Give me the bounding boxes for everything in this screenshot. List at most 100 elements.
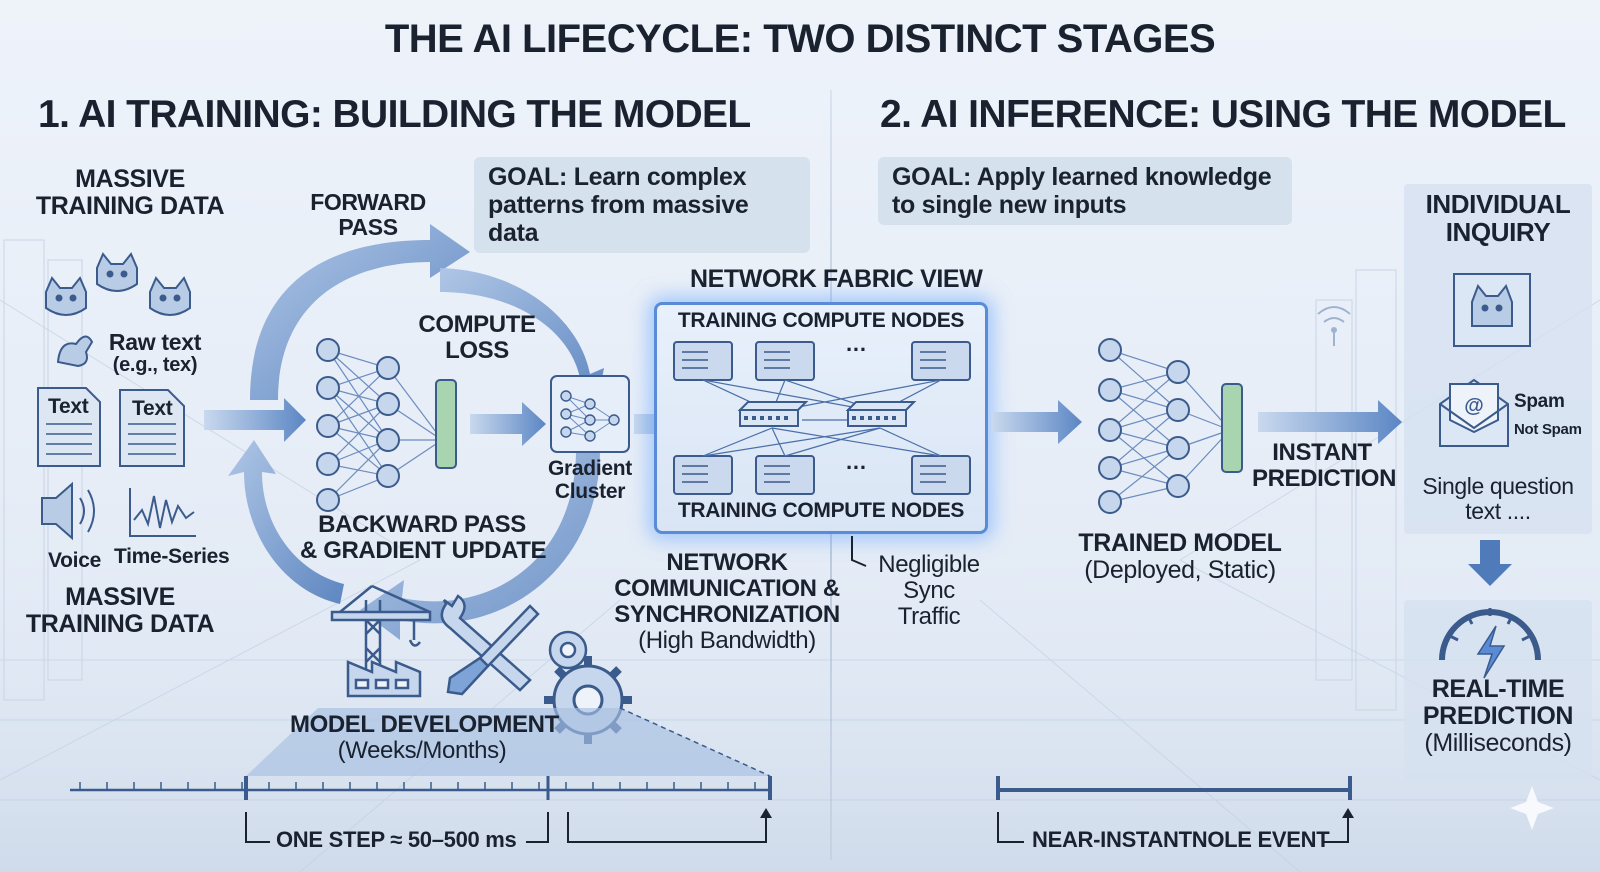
training-timeline (70, 776, 772, 800)
network-fabric-box (654, 302, 988, 534)
fabric-heading: NETWORK FABRIC VIEW (690, 265, 983, 293)
training-goal-line1: GOAL: Learn complex (488, 163, 747, 191)
individual-inquiry-label: INDIVIDUAL INQUIRY (1404, 190, 1592, 246)
individual-inquiry-line1: INDIVIDUAL (1425, 189, 1571, 219)
single-question-line2: text .... (1465, 497, 1531, 524)
spam-label: Spam (1514, 391, 1565, 412)
single-question-label: Single question text .... (1404, 474, 1592, 524)
voice-label: Voice (48, 549, 101, 572)
doc-label-2: Text (132, 397, 173, 420)
speaker-icon (41, 481, 95, 541)
model-development-line1: MODEL DEVELOPMENT (290, 711, 559, 738)
network-communication-line4: (High Bandwidth) (638, 626, 816, 654)
network-communication-label: NETWORK COMMUNICATION & SYNCHRONIZATION … (614, 550, 840, 654)
realtime-prediction-line2: PREDICTION (1422, 702, 1574, 730)
individual-inquiry-line2: INQUIRY (1445, 217, 1551, 248)
inference-timeline (996, 776, 1352, 800)
network-communication-line1: NETWORK (666, 549, 788, 576)
bottom-nodes-label: TRAINING COMPUTE NODES (677, 499, 965, 522)
instant-prediction-label: INSTANT PREDICTION (1252, 439, 1397, 492)
animal-icon (56, 335, 94, 368)
down-arrow (1468, 540, 1512, 586)
forward-pass-line1: FORWARD (310, 189, 426, 215)
training-heading: 1. AI TRAINING: BUILDING THE MODEL (38, 93, 751, 136)
realtime-prediction-line1: REAL-TIME (1431, 675, 1565, 703)
model-development-label: MODEL DEVELOPMENT (Weeks/Months) (290, 711, 559, 764)
development-platform (246, 708, 770, 776)
inquiry-panel (1404, 184, 1592, 534)
wrench-icon (440, 594, 532, 692)
gradient-cluster-line2: Cluster (554, 479, 626, 503)
not-spam-label: Not Spam (1514, 421, 1582, 438)
svg-text:@: @ (1464, 395, 1484, 417)
massive-data-bottom-line2: TRAINING DATA (25, 610, 215, 638)
top-nodes-ellipsis: ··· (846, 337, 867, 362)
page-title: THE AI LIFECYCLE: TWO DISTINCT STAGES (384, 17, 1216, 61)
forward-pass-arrow (250, 224, 470, 400)
sparkle-icon (1510, 786, 1554, 830)
time-series-label: Time-Series (114, 545, 230, 568)
screwdriver-icon (446, 604, 540, 696)
model-development-line2: (Weeks/Months) (337, 736, 507, 764)
single-question-line1: Single question (1422, 473, 1574, 499)
inference-goal-line2: to single new inputs (892, 191, 1127, 219)
top-nodes-label: TRAINING COMPUTE NODES (677, 309, 965, 332)
factory-icon (346, 660, 422, 698)
network-switch-icon (737, 401, 917, 427)
compute-loss-line2: LOSS (445, 336, 509, 364)
neural-network-training (316, 338, 457, 512)
compute-loss-line1: COMPUTE (418, 311, 536, 338)
massive-data-bottom: MASSIVE TRAINING DATA (22, 584, 218, 638)
massive-data-top-line2: TRAINING DATA (35, 192, 225, 220)
backward-pass-label: BACKWARD PASS & GRADIENT UPDATE (300, 511, 547, 564)
instant-prediction-line2: PREDICTION (1252, 464, 1397, 492)
negligible-sync-label: Negligible Sync Traffic (868, 552, 990, 630)
doc-label-1: Text (48, 395, 89, 418)
trained-model-line1: TRAINED MODEL (1078, 529, 1282, 557)
document-icon (37, 387, 185, 467)
forward-pass-line2: PASS (338, 213, 398, 240)
massive-data-bottom-line1: MASSIVE (65, 583, 175, 611)
raw-text-line1: Raw text (108, 329, 202, 355)
backward-pass-line2: & GRADIENT UPDATE (300, 536, 547, 564)
compute-loss-label: COMPUTE LOSS (412, 312, 542, 364)
input-arrow (204, 398, 306, 442)
inference-heading: 2. AI INFERENCE: USING THE MODEL (880, 93, 1566, 136)
gradient-cluster-icon (550, 375, 630, 453)
realtime-prediction-label: REAL-TIME PREDICTION (Milliseconds) (1404, 676, 1592, 757)
timeseries-icon (129, 488, 196, 537)
wifi-icon (1317, 306, 1351, 346)
inference-goal-line1: GOAL: Apply learned knowledge (892, 163, 1272, 191)
speedometer-icon (1439, 608, 1541, 679)
gradient-cluster-label: Gradient Cluster (540, 457, 640, 503)
realtime-prediction-line3: (Milliseconds) (1424, 729, 1572, 757)
negligible-sync-line2: Sync (903, 576, 955, 604)
inference-goal-box: GOAL: Apply learned knowledge to single … (878, 157, 1292, 225)
cat-icon (45, 252, 191, 316)
realtime-panel (1404, 600, 1592, 780)
bottom-nodes-ellipsis: ··· (846, 455, 867, 480)
massive-data-top-line1: MASSIVE (75, 165, 185, 193)
raw-text-label: Raw text (e.g., tex) (100, 330, 210, 376)
instant-prediction-line1: INSTANT (1272, 439, 1372, 466)
email-icon (1439, 378, 1509, 447)
backward-pass-line1: BACKWARD PASS (318, 511, 526, 538)
cat-photo-icon (1453, 273, 1531, 347)
trained-model-label: TRAINED MODEL (Deployed, Static) (1070, 530, 1290, 584)
one-step-label: ONE STEP ≈ 50–500 ms (276, 827, 517, 852)
network-communication-line2: COMMUNICATION & (614, 574, 840, 602)
crane-icon (330, 584, 432, 696)
training-goal-line2: patterns from massive data (488, 191, 749, 247)
negligible-sync-line3: Traffic (897, 602, 961, 630)
server-node-icon (673, 341, 971, 495)
raw-text-line2: (e.g., tex) (112, 353, 198, 376)
network-communication-line3: SYNCHRONIZATION (614, 600, 840, 628)
massive-data-top: MASSIVE TRAINING DATA (32, 166, 228, 220)
trained-model-line2: (Deployed, Static) (1084, 556, 1276, 584)
forward-pass-label: FORWARD PASS (306, 190, 430, 240)
negligible-sync-line1: Negligible (878, 551, 980, 578)
gradient-cluster-line1: Gradient (548, 457, 632, 480)
